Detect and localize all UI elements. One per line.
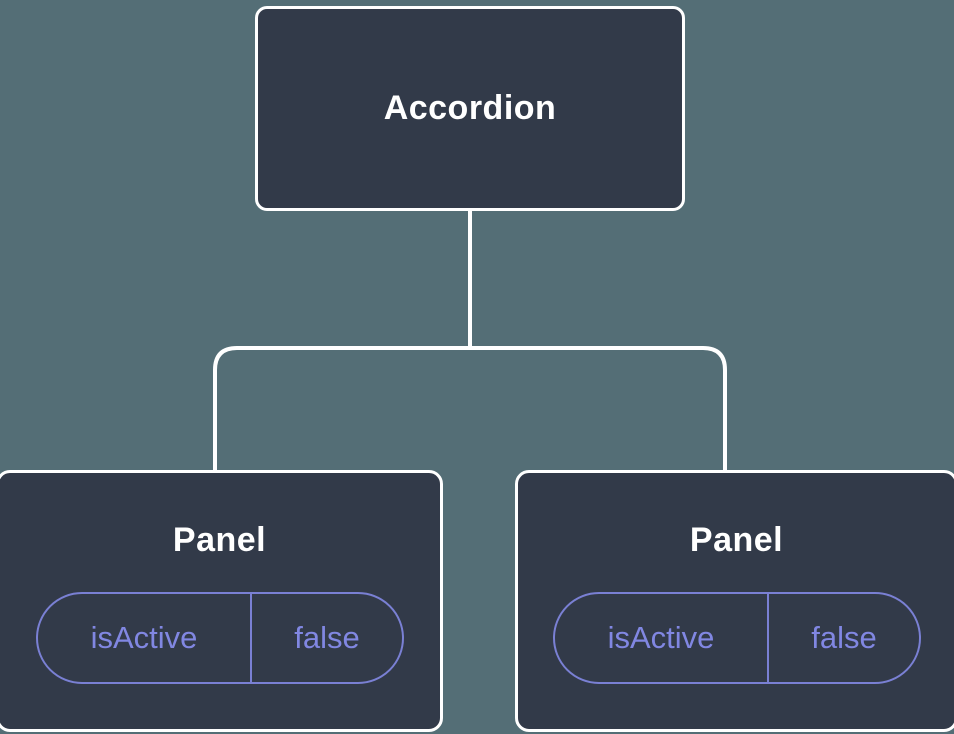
connector-branch bbox=[213, 346, 727, 474]
panel-node-left: Panel isActive false bbox=[0, 470, 443, 732]
panel-node-right: Panel isActive false bbox=[515, 470, 954, 732]
panel-right-prop-pill: isActive false bbox=[552, 592, 921, 684]
panel-right-prop-value: false bbox=[811, 620, 877, 655]
panel-node-right-label: Panel bbox=[689, 521, 784, 559]
panel-left-prop-value: false bbox=[294, 620, 360, 655]
panel-right-prop-name: isActive bbox=[555, 594, 770, 682]
accordion-node: Accordion bbox=[255, 6, 685, 211]
panel-left-prop-name: isActive bbox=[38, 594, 253, 682]
accordion-node-label: Accordion bbox=[383, 89, 557, 127]
panel-left-prop-pill: isActive false bbox=[35, 592, 404, 684]
panel-node-left-label: Panel bbox=[172, 521, 267, 559]
